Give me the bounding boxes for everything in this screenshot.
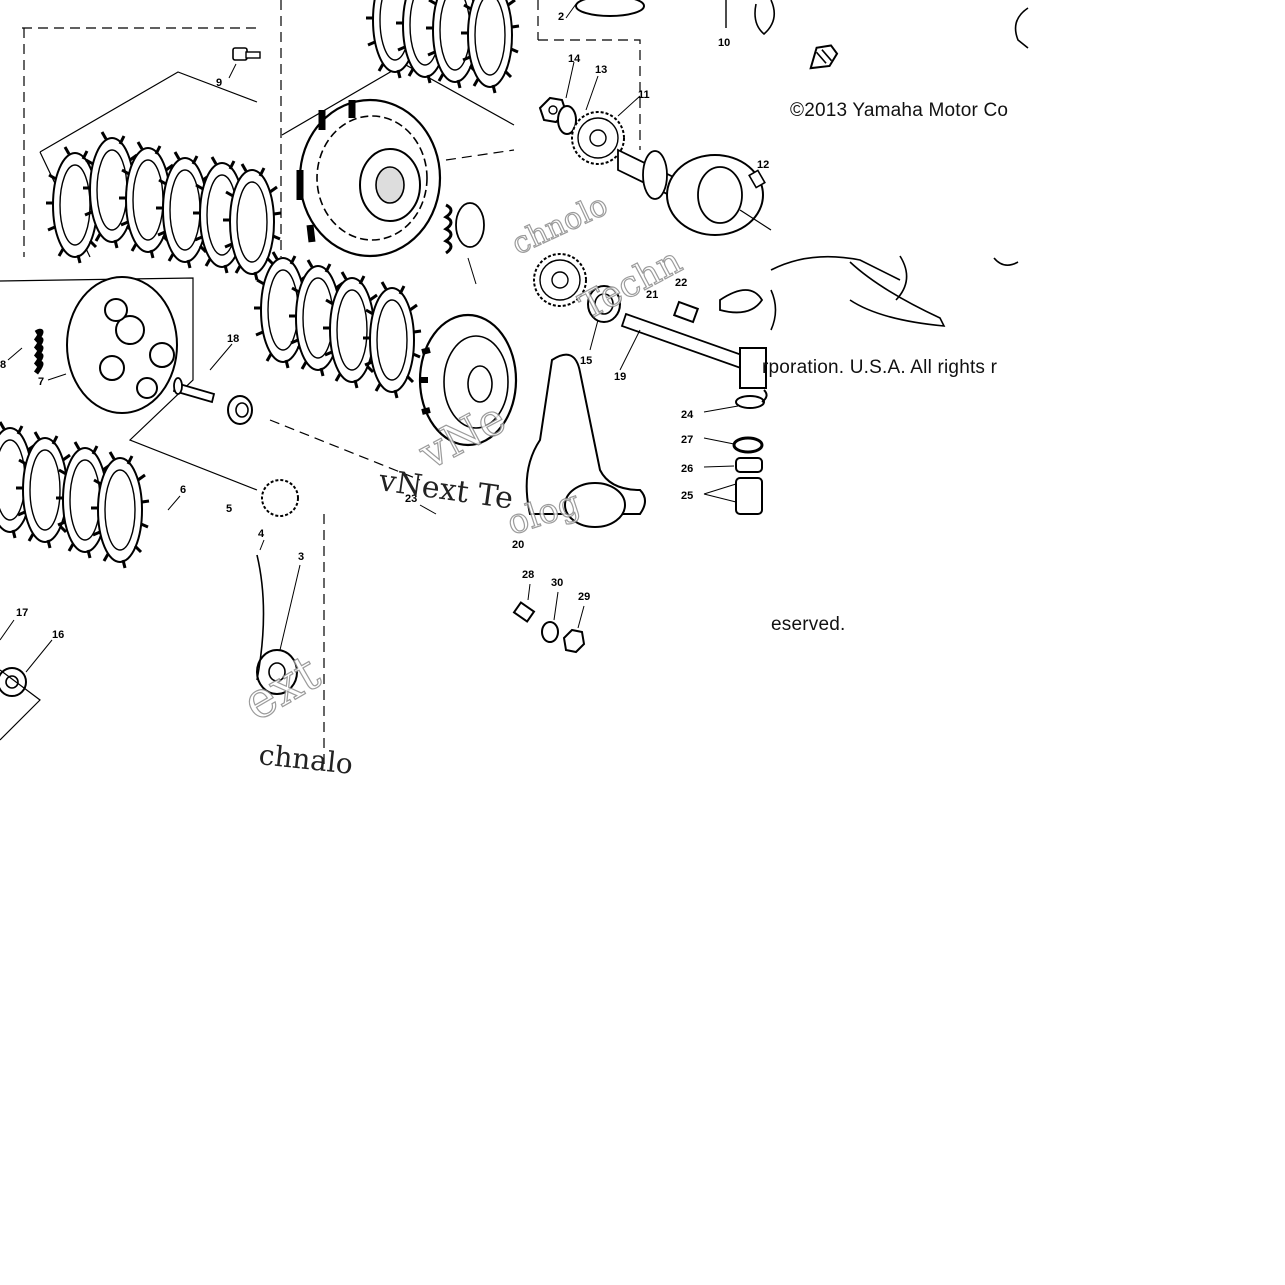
svg-text:7: 7: [38, 376, 44, 388]
key-part: [809, 44, 839, 70]
tile-middle-middle: 23: [252, 250, 518, 517]
svg-text:26: 26: [681, 463, 693, 475]
copyright-line-3: eserved.: [771, 614, 846, 635]
svg-text:14: 14: [568, 53, 581, 65]
tile-far-right: [754, 0, 1029, 70]
pressure-plate: [66, 276, 178, 414]
tile-middle-right: 15 19 21 22 24 27 26 25: [525, 253, 768, 528]
tile-top-middle: [280, 0, 521, 258]
watermark-b: chnalo: [257, 738, 354, 781]
tile-top-right: 2 10 14 13 11 12: [537, 0, 772, 236]
clutch-boss: [418, 313, 518, 447]
svg-text:13: 13: [595, 64, 607, 76]
svg-text:8: 8: [0, 359, 6, 371]
copyright-line-1: ©2013 Yamaha Motor Co: [790, 100, 1009, 121]
svg-text:21: 21: [646, 289, 658, 301]
svg-text:3: 3: [298, 551, 304, 563]
svg-text:28: 28: [522, 569, 534, 581]
svg-text:11: 11: [638, 89, 650, 101]
svg-text:15: 15: [580, 355, 592, 367]
bolt-9: 9: [216, 47, 261, 89]
copyright-line-2: rporation. U.S.A. All rights r: [762, 357, 998, 378]
svg-text:2: 2: [558, 11, 564, 23]
svg-text:27: 27: [681, 434, 693, 446]
svg-text:24: 24: [681, 409, 694, 421]
tile-bottom-right: 20 28 30 29: [512, 539, 590, 654]
svg-text:30: 30: [551, 577, 563, 589]
svg-text:25: 25: [681, 490, 693, 502]
tile-bottom-middle: 4 3: [256, 514, 325, 771]
svg-text:19: 19: [614, 371, 626, 383]
tile-far-right-middle: [770, 255, 1019, 331]
svg-text:29: 29: [578, 591, 590, 603]
tile-top-left: 9: [22, 27, 283, 282]
svg-text:17: 17: [16, 607, 28, 619]
svg-text:22: 22: [675, 277, 687, 289]
watermark-layer: vNe Techn olog ext chnolo vNext Te chnal…: [232, 187, 689, 781]
svg-text:16: 16: [52, 629, 64, 641]
svg-text:18: 18: [227, 333, 239, 345]
watermark-c: ext: [233, 643, 329, 732]
svg-text:6: 6: [180, 484, 186, 496]
svg-text:4: 4: [258, 528, 265, 540]
svg-text:20: 20: [512, 539, 524, 551]
svg-text:9: 9: [216, 77, 222, 89]
svg-text:10: 10: [718, 37, 730, 49]
watermark-f: olog: [502, 483, 584, 544]
bolt-28: 28: [512, 569, 536, 623]
tile-middle-left: 8 7 18 6 5: [0, 276, 258, 570]
clutch-spring: [443, 202, 485, 255]
svg-text:5: 5: [226, 503, 232, 515]
svg-text:12: 12: [757, 159, 769, 171]
tile-bottom-left: 17 16: [0, 607, 64, 741]
clutch-housing: [296, 98, 442, 258]
svg-text:23: 23: [405, 493, 417, 505]
watermark-g: chnolo: [507, 188, 613, 262]
